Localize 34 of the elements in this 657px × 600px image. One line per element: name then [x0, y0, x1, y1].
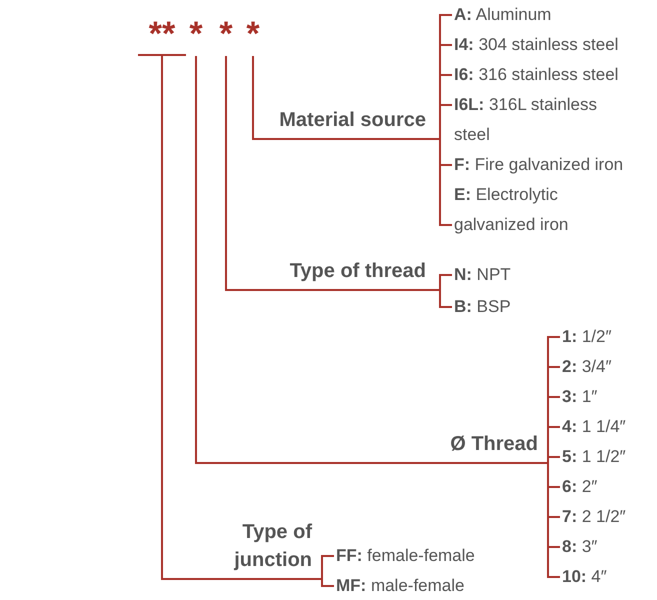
- field-title: Type of junction: [200, 518, 316, 580]
- option-code: MF: male-female: [336, 571, 556, 600]
- option-code: B: BSP: [454, 292, 604, 322]
- option-code: 3: 1″: [562, 382, 657, 412]
- connector-line: [430, 289, 452, 308]
- option-code: FF: female-female: [336, 541, 556, 571]
- option-code: 7: 2 1/2″: [562, 502, 657, 532]
- connector-line: [195, 56, 420, 464]
- option-code: 10: 4″: [562, 562, 657, 592]
- option-code: I6L: 316L stainless steel: [454, 90, 630, 150]
- code-field: **: [138, 12, 186, 56]
- option-code: I4: 304 stainless steel: [454, 30, 630, 60]
- option-code: 5: 1 1/2″: [562, 442, 657, 472]
- option-code: 4: 1 1/4″: [562, 412, 657, 442]
- option-code: 1: 1/2″: [562, 322, 657, 352]
- option-code: A: Aluminum: [454, 0, 630, 30]
- connector-line: [161, 56, 200, 580]
- option-code: N: NPT: [454, 260, 604, 290]
- field-title: Ø Thread: [420, 430, 542, 464]
- option-code: 8: 3″: [562, 532, 657, 562]
- option-code: E: Electrolytic galvanized iron: [454, 180, 630, 240]
- code-field: *: [243, 12, 263, 56]
- field-title: Material source: [252, 106, 430, 140]
- field-title: Type of thread: [236, 257, 430, 291]
- code-field: *: [216, 12, 236, 56]
- code-field: *: [186, 12, 206, 56]
- option-code: 6: 2″: [562, 472, 657, 502]
- option-code: F: Fire galvanized iron: [454, 150, 630, 180]
- option-code: 2: 3/4″: [562, 352, 657, 382]
- option-code: I6: 316 stainless steel: [454, 60, 630, 90]
- connector-line: [252, 56, 254, 140]
- connector-line: [225, 56, 236, 291]
- connector-line: [542, 462, 560, 578]
- connector-line: [316, 578, 334, 587]
